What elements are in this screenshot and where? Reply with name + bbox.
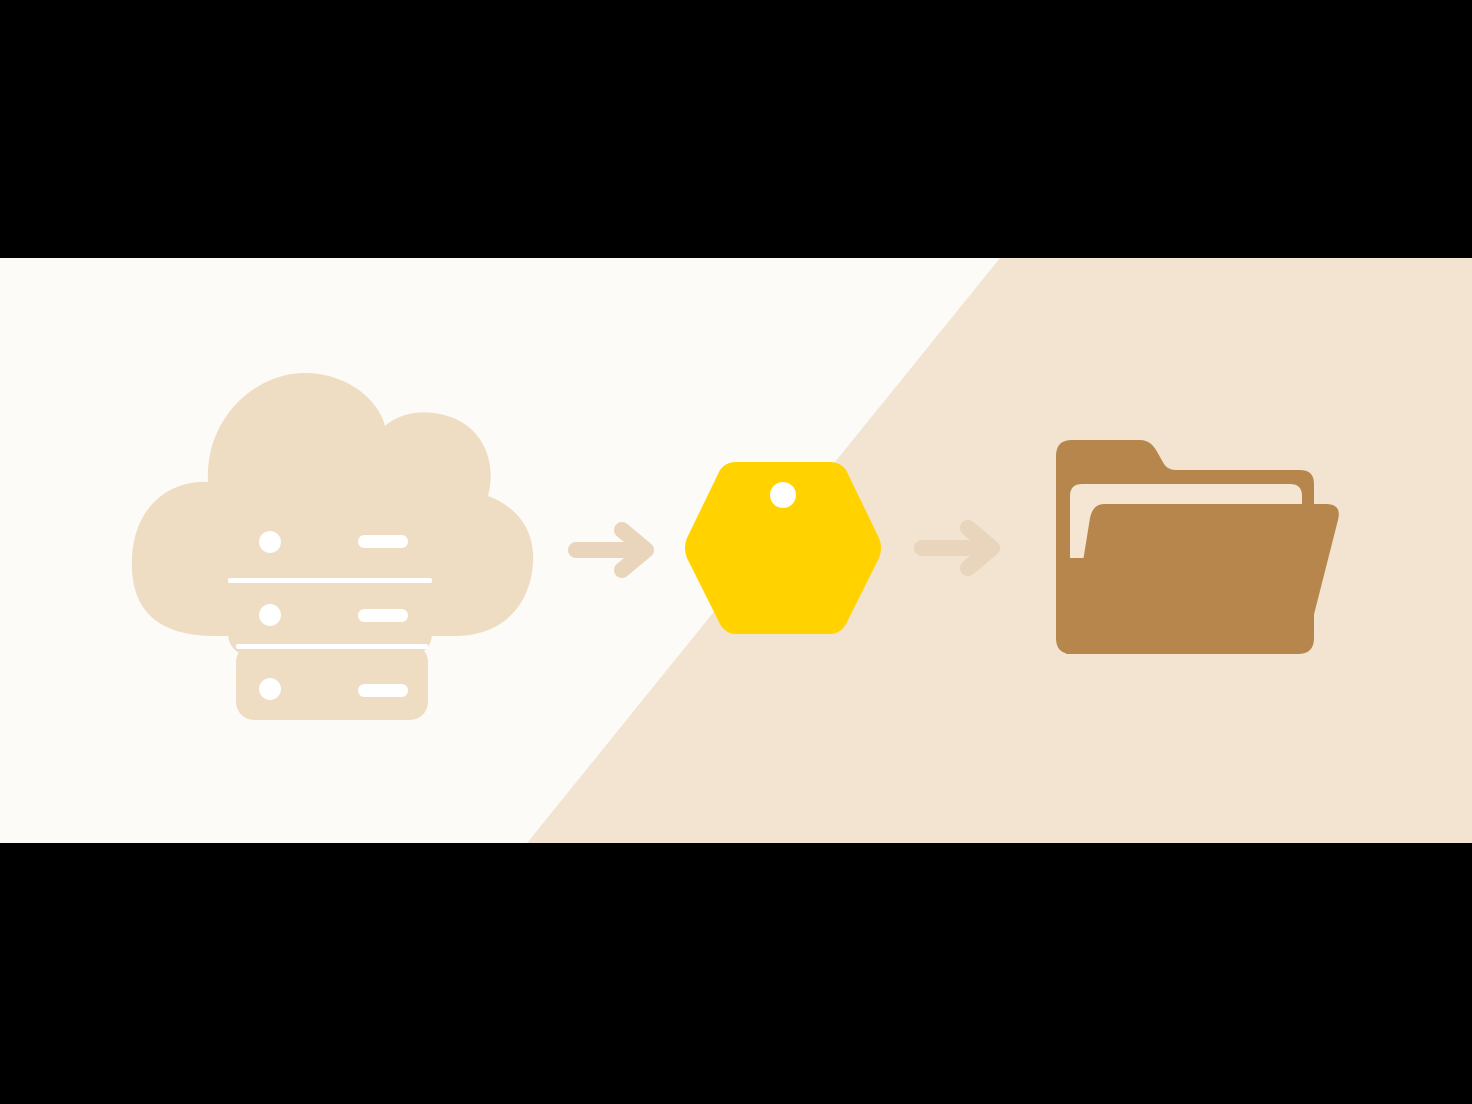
hexagon-tag-icon	[685, 462, 881, 634]
diagram-banner	[0, 258, 1472, 843]
hexagon-shape	[685, 462, 881, 634]
hexagon-hole	[770, 482, 796, 508]
server-led-3	[259, 678, 281, 700]
server-led-2	[259, 604, 281, 626]
diagram-canvas	[0, 258, 1472, 843]
server-unit-1	[218, 494, 432, 586]
letterbox-top	[0, 0, 1472, 258]
server-unit-3	[236, 644, 428, 720]
server-divider-1	[228, 578, 432, 583]
server-slot-1	[358, 535, 408, 548]
server-slot-2	[358, 609, 408, 622]
open-folder-icon	[1056, 440, 1339, 654]
server-led-1	[259, 531, 281, 553]
folder-front	[1066, 504, 1339, 654]
server-unit-2	[228, 576, 432, 656]
arrow-right-icon	[568, 522, 654, 578]
arrow-right-icon	[914, 520, 1000, 576]
server-slot-3	[358, 684, 408, 697]
cloud-server-icon	[131, 373, 534, 720]
letterbox-bottom	[0, 843, 1472, 1104]
server-divider-2	[236, 644, 428, 649]
